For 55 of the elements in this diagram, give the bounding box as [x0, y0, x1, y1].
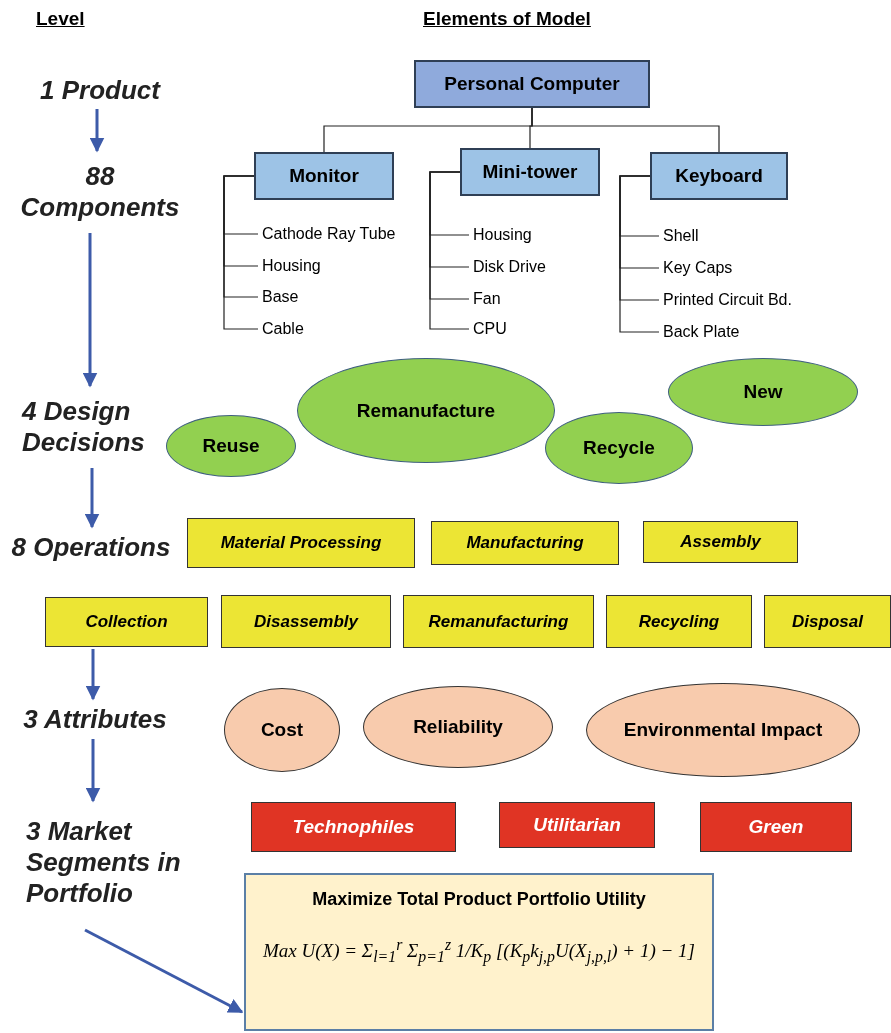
tree-box: Personal Computer	[414, 60, 650, 108]
decision-ellipse: Recycle	[545, 412, 693, 484]
level-label: 3 Market Segments in Portfolio	[26, 803, 181, 921]
arrow	[89, 109, 105, 153]
part-label: Key Caps	[663, 256, 753, 280]
part-label: Shell	[663, 224, 733, 248]
arrow	[85, 649, 101, 701]
decision-ellipse: Reuse	[166, 415, 296, 477]
tree-line	[223, 175, 259, 330]
level-label: 8 Operations	[4, 529, 178, 565]
operation-box: Manufacturing	[431, 521, 619, 565]
level-label: 1 Product	[35, 73, 165, 107]
column-heading: Level	[36, 8, 85, 30]
part-label: Housing	[473, 223, 553, 247]
decision-ellipse: New	[668, 358, 858, 426]
part-label: Housing	[262, 254, 352, 278]
part-label: Base	[262, 285, 332, 309]
attribute-ellipse: Reliability	[363, 686, 553, 768]
part-label: Fan	[473, 287, 533, 311]
operation-box: Collection	[45, 597, 208, 647]
arrow	[85, 739, 101, 803]
tree-line	[429, 171, 470, 330]
arrow	[84, 928, 244, 1014]
attribute-ellipse: Cost	[224, 688, 340, 772]
level-label: 4 Design Decisions	[22, 388, 152, 466]
part-label: CPU	[473, 317, 533, 341]
objective-heading: Maximize Total Product Portfolio Utility	[312, 889, 646, 910]
part-label: Cathode Ray Tube	[262, 222, 417, 246]
attribute-ellipse: Environmental Impact	[586, 683, 860, 777]
operation-box: Remanufacturing	[403, 595, 594, 648]
part-label: Printed Circuit Bd.	[663, 288, 823, 312]
level-label: 3 Attributes	[14, 701, 176, 737]
part-label: Disk Drive	[473, 255, 573, 279]
segment-box: Utilitarian	[499, 802, 655, 848]
decision-ellipse: Remanufacture	[297, 358, 555, 463]
objective-box	[244, 873, 714, 1031]
column-heading: Elements of Model	[423, 8, 591, 30]
part-label: Cable	[262, 317, 332, 341]
segment-box: Technophiles	[251, 802, 456, 852]
part-label: Back Plate	[663, 320, 763, 344]
tree-box: Mini-tower	[460, 148, 600, 196]
operation-box: Material Processing	[187, 518, 415, 568]
tree-line	[531, 107, 720, 153]
segment-box: Green	[700, 802, 852, 852]
operation-box: Disassembly	[221, 595, 391, 648]
tree-box: Monitor	[254, 152, 394, 200]
operation-box: Recycling	[606, 595, 752, 648]
arrow	[82, 233, 98, 388]
operation-box: Assembly	[643, 521, 798, 563]
utility-formula: Max U(X) = Σ$_{l=1}$$^{r}$ Σ$_{p=1}$$^{z}$ 1/K$_{p}$ [(K$_{p}$k$_{j,p}$U(X$_{j,p,l}$) + 1) − 1]	[263, 936, 695, 967]
tree-box: Keyboard	[650, 152, 788, 200]
tree-line	[619, 175, 660, 333]
arrow	[84, 468, 100, 529]
operation-box: Disposal	[764, 595, 891, 648]
level-label: 88 Components	[10, 153, 190, 231]
